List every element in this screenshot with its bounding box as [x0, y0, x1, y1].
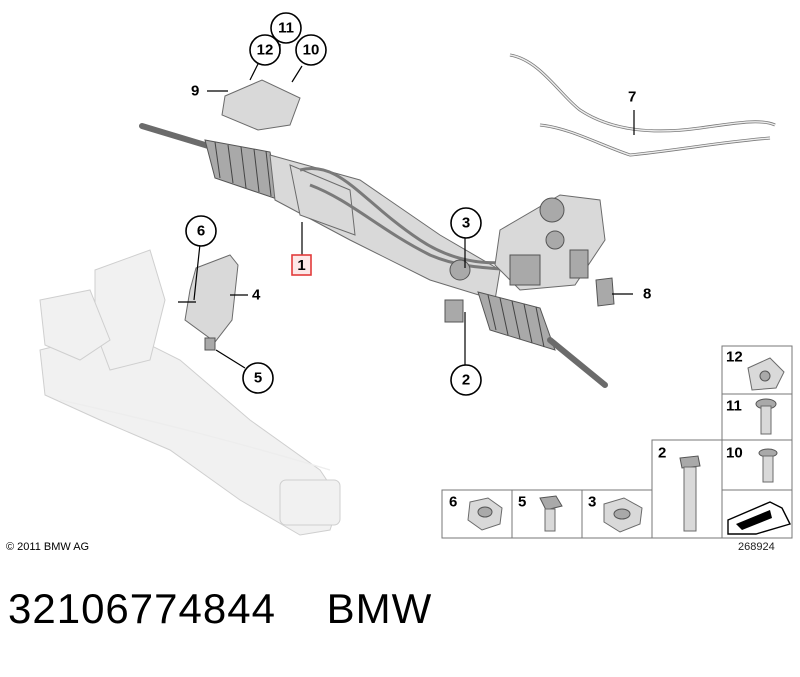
svg-text:6: 6	[197, 223, 205, 240]
svg-text:3: 3	[462, 215, 470, 232]
svg-text:12: 12	[257, 42, 274, 59]
callout-11: 11	[270, 12, 302, 44]
reference-number: 268924	[738, 541, 775, 553]
table-num-2: 2	[658, 445, 666, 462]
callout-10: 10	[295, 34, 327, 66]
mount-part-8	[595, 277, 615, 307]
callout-12: 12	[249, 34, 281, 66]
table-num-5: 5	[518, 494, 526, 511]
table-num-3: 3	[588, 494, 596, 511]
pipe-assembly-part	[509, 53, 776, 157]
callout-3: 3	[450, 207, 482, 239]
heat-shield-part	[221, 79, 301, 131]
svg-text:11: 11	[278, 20, 294, 37]
table-num-10: 10	[726, 445, 743, 462]
part-number-line: 32106774844 BMW	[8, 585, 432, 633]
steering-rack-main	[139, 123, 608, 388]
brand-name: BMW	[326, 585, 433, 632]
svg-text:4: 4	[252, 287, 261, 304]
clip-nut-12	[747, 357, 785, 391]
svg-text:8: 8	[643, 286, 651, 303]
svg-text:10: 10	[303, 42, 320, 59]
callout-9: 9	[191, 83, 199, 100]
table-num-11: 11	[726, 398, 742, 415]
ghost-steering-rack	[39, 249, 341, 536]
svg-text:1: 1	[297, 257, 305, 274]
bolt-5	[539, 495, 563, 532]
callout-7: 7	[628, 89, 636, 106]
callout-4: 4	[252, 287, 261, 304]
callout-5: 5	[242, 362, 274, 394]
callout-1: 1	[291, 254, 312, 276]
svg-text:9: 9	[191, 83, 199, 100]
bolt-11	[755, 398, 777, 435]
arrow-icon	[727, 501, 792, 535]
shield-part-4	[184, 254, 239, 351]
callout-6: 6	[185, 215, 217, 247]
callout-8: 8	[643, 286, 651, 303]
bolt-10	[758, 448, 778, 483]
part-number: 32106774844	[8, 585, 276, 632]
svg-text:5: 5	[254, 370, 262, 387]
svg-text:2: 2	[462, 372, 470, 389]
nut-6	[467, 497, 503, 531]
parts-table: 12 11 10 2 6 5 3	[441, 345, 793, 539]
nut-3	[603, 497, 643, 533]
copyright-text: © 2011 BMW AG	[6, 541, 90, 553]
table-num-12: 12	[726, 349, 743, 366]
svg-text:7: 7	[628, 89, 636, 106]
table-num-6: 6	[449, 494, 457, 511]
bolt-2	[679, 455, 701, 532]
callout-2: 2	[450, 364, 482, 396]
